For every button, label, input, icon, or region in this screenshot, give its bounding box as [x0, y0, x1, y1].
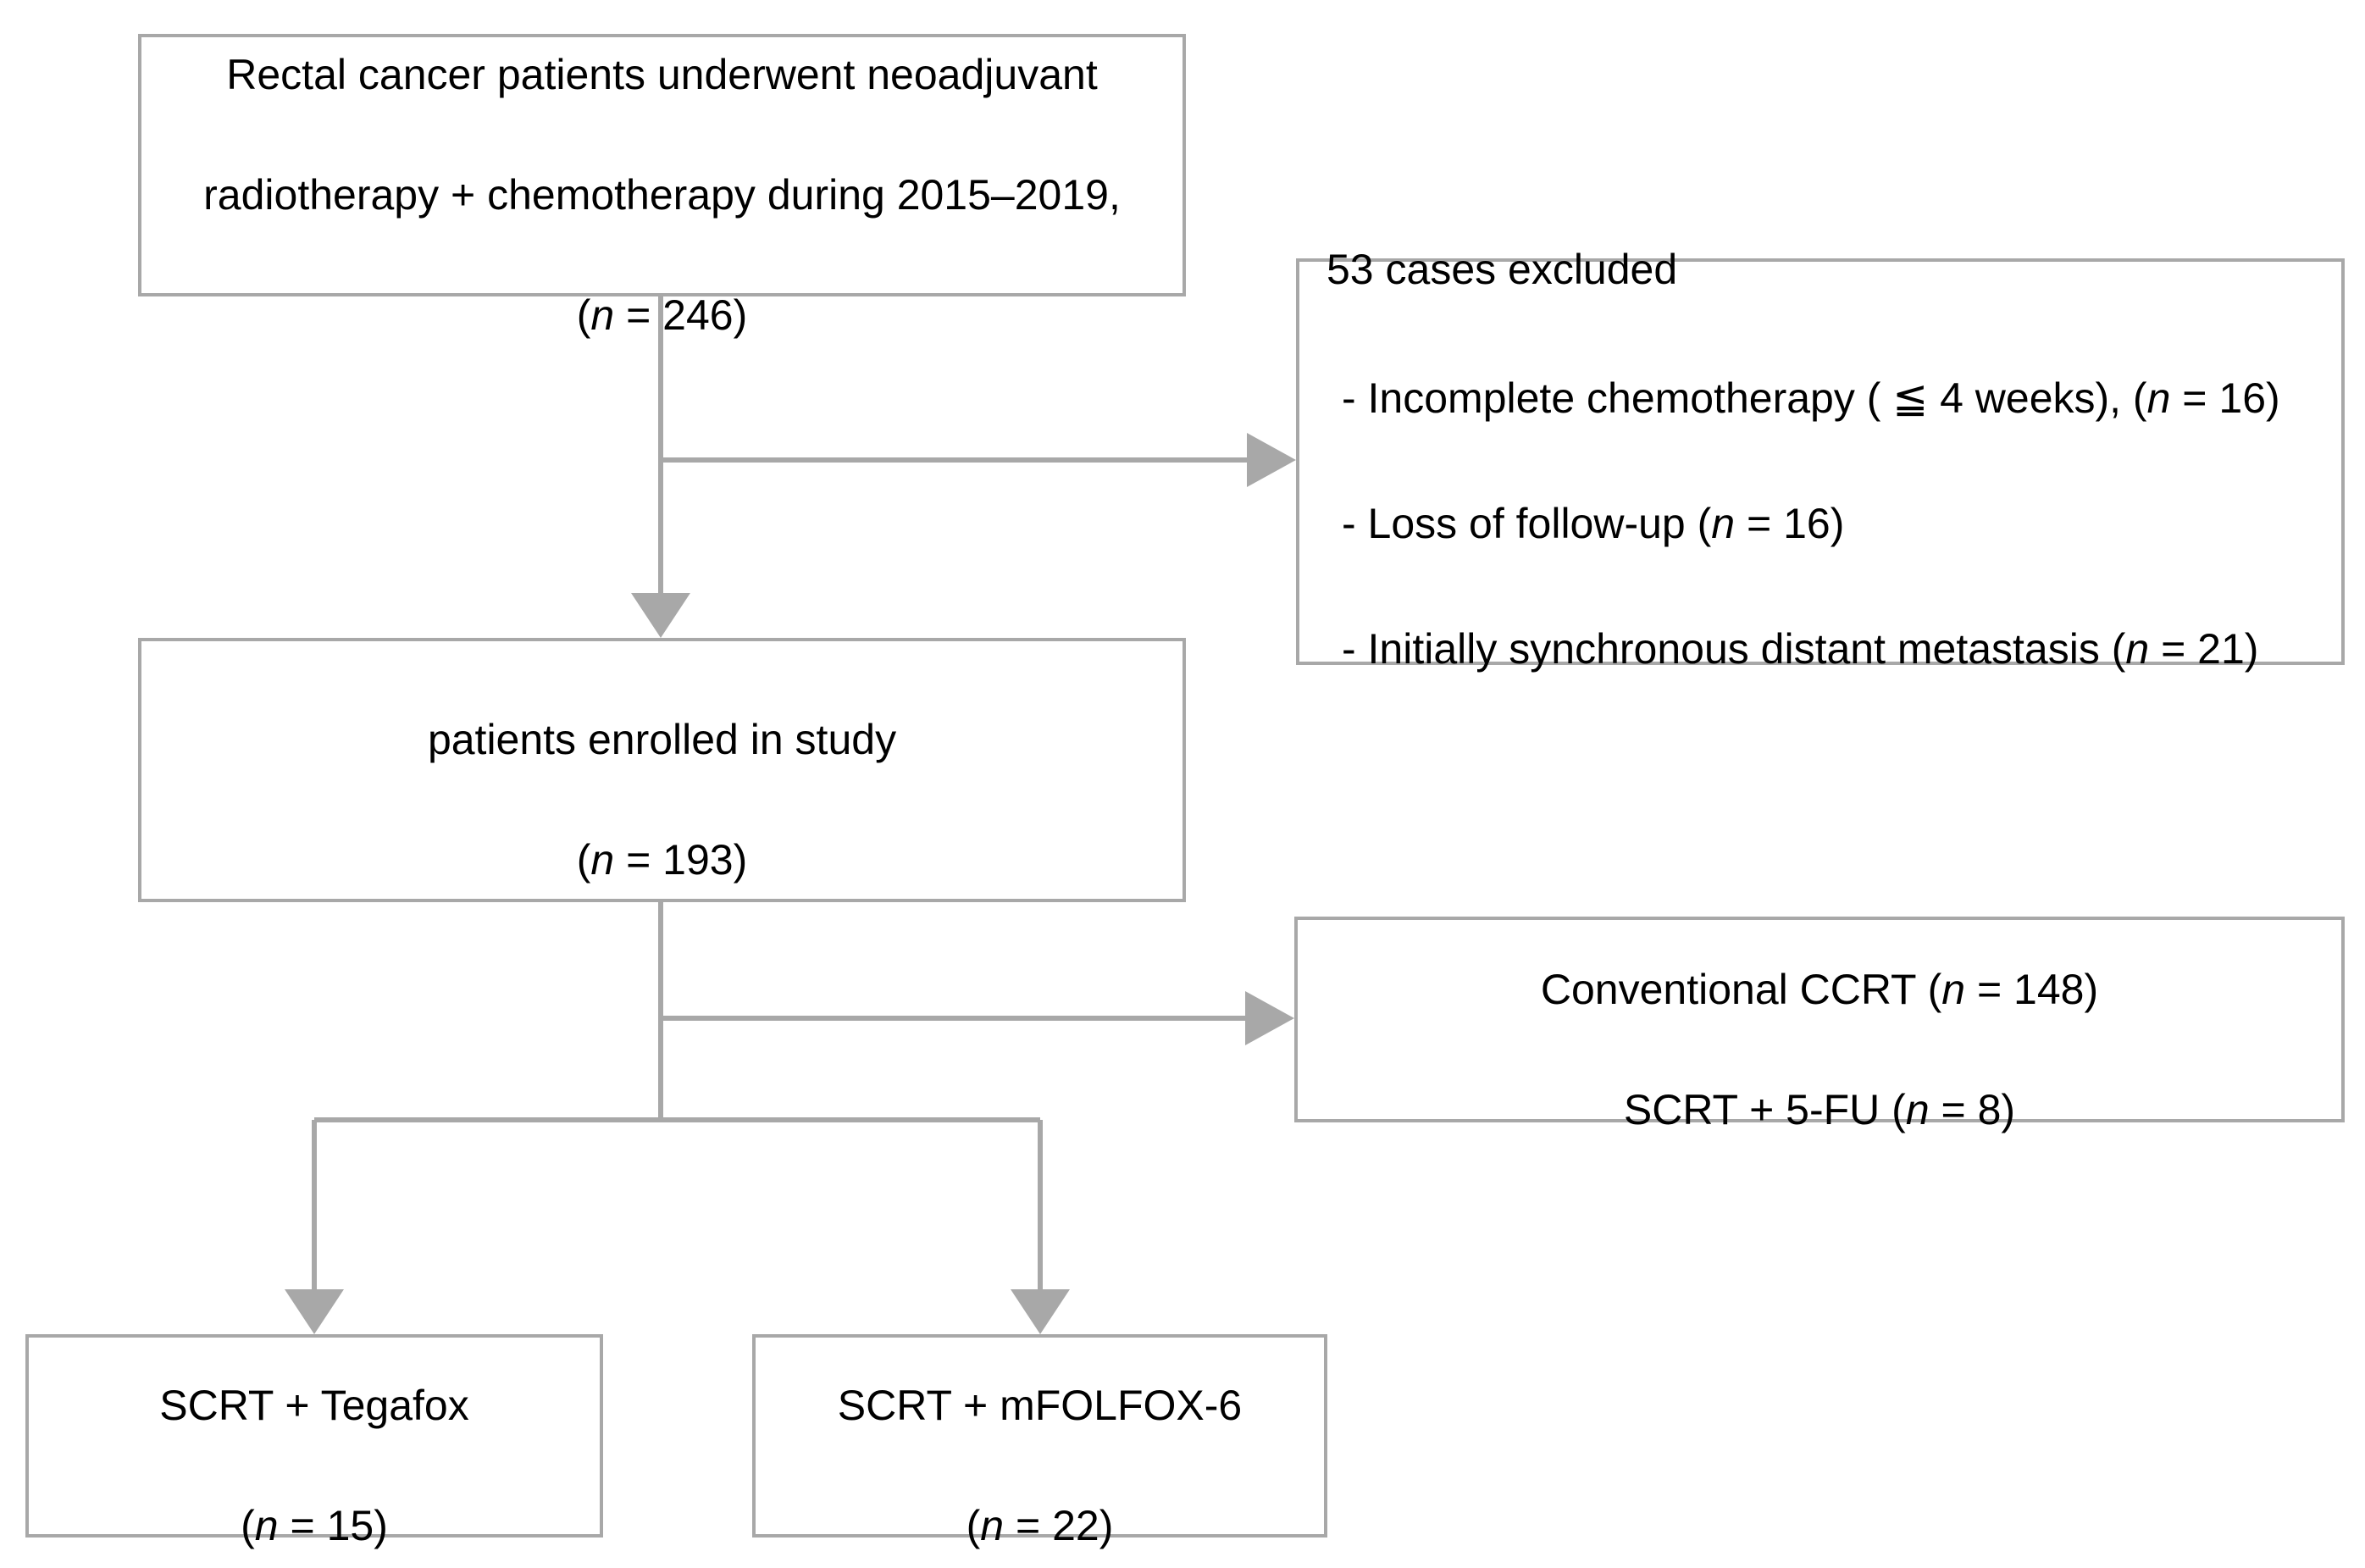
- tegafox-count-symbol: n: [254, 1502, 279, 1549]
- excluded-item-incomplete-chemotherapy: - Incomplete chemotherapy ( ≦ 4 weeks), …: [1327, 368, 2341, 429]
- excluded-item-2-prefix: - Loss of follow-up (: [1342, 499, 1712, 547]
- enrolled-count-prefix: (: [576, 836, 591, 884]
- mfolfox-line-1: SCRT + mFOLFOX-6: [837, 1382, 1243, 1429]
- node-source-population: Rectal cancer patients underwent neoadju…: [138, 34, 1186, 339]
- connector-to-mfolfox: [1011, 1120, 1070, 1334]
- node-scrt-mfolfox6: SCRT + mFOLFOX-6 (n = 22): [752, 1334, 1327, 1549]
- source-count-suffix: = 246): [614, 291, 748, 339]
- tegafox-line-1: SCRT + Tegafox: [159, 1382, 469, 1429]
- ccrt-line-2-symbol: n: [1905, 1085, 1930, 1133]
- excluded-item-3-symbol: n: [2125, 624, 2150, 673]
- tegafox-count-suffix: = 15): [278, 1502, 388, 1549]
- node-enrolled-patients: patients enrolled in study (n = 193): [138, 638, 1186, 902]
- connector-source-to-enrolled: [631, 296, 690, 638]
- excluded-item-synchronous-metastasis: - Initially synchronous distant metastas…: [1327, 619, 2341, 679]
- ccrt-line-1-prefix: Conventional CCRT (: [1540, 965, 1942, 1013]
- node-tegafox-text: SCRT + Tegafox (n = 15): [136, 1316, 493, 1556]
- ccrt-line-2-prefix: SCRT + 5-FU (: [1623, 1085, 1906, 1133]
- excluded-item-1-suffix: = 16): [2170, 374, 2280, 422]
- node-conventional-ccrt: Conventional CCRT (n = 148) SCRT + 5-FU …: [1294, 917, 2345, 1133]
- excluded-title: 53 cases excluded: [1327, 245, 1678, 293]
- excluded-item-1-prefix: - Incomplete chemotherapy ( ≦ 4 weeks), …: [1342, 374, 2147, 422]
- ccrt-line-2-suffix: = 8): [1929, 1085, 2016, 1133]
- node-enrolled-text: patients enrolled in study (n = 193): [404, 650, 920, 890]
- node-excluded-text: 53 cases excluded - Incomplete chemother…: [1299, 180, 2341, 745]
- mfolfox-count-symbol: n: [980, 1502, 1005, 1549]
- ccrt-line-1-suffix: = 148): [1965, 965, 2099, 1013]
- enrolled-line-1: patients enrolled in study: [427, 716, 897, 763]
- node-mfolfox-text: SCRT + mFOLFOX-6 (n = 22): [814, 1316, 1266, 1556]
- excluded-item-3-suffix: = 21): [2149, 624, 2259, 673]
- source-line-2: radiotherapy + chemotherapy during 2015–…: [203, 171, 1121, 219]
- connector-enrolled-to-ccrt: [661, 991, 1294, 1045]
- mfolfox-count-prefix: (: [966, 1502, 981, 1549]
- node-excluded-cases: 53 cases excluded - Incomplete chemother…: [1296, 246, 2345, 673]
- node-scrt-tegafox: SCRT + Tegafox (n = 15): [25, 1334, 603, 1549]
- source-count-symbol: n: [590, 291, 615, 339]
- excluded-item-1-symbol: n: [2146, 374, 2171, 422]
- tegafox-count-prefix: (: [241, 1502, 255, 1549]
- source-line-1: Rectal cancer patients underwent neoadju…: [226, 51, 1098, 98]
- connector-to-tegafox: [285, 1120, 344, 1334]
- node-ccrt-text: Conventional CCRT (n = 148) SCRT + 5-FU …: [1517, 900, 2122, 1140]
- mfolfox-count-suffix: = 22): [1004, 1502, 1114, 1549]
- enrolled-count-suffix: = 193): [614, 836, 748, 884]
- excluded-item-2-suffix: = 16): [1735, 499, 1845, 547]
- excluded-item-loss-of-followup: - Loss of follow-up (n = 16): [1327, 494, 2341, 554]
- excluded-item-2-symbol: n: [1711, 499, 1736, 547]
- connector-source-to-excluded: [661, 433, 1296, 487]
- node-source-text: Rectal cancer patients underwent neoadju…: [180, 0, 1144, 346]
- source-count-prefix: (: [576, 291, 591, 339]
- excluded-item-3-prefix: - Initially synchronous distant metastas…: [1342, 624, 2126, 673]
- enrolled-count-symbol: n: [590, 836, 615, 884]
- ccrt-line-1-symbol: n: [1941, 965, 1966, 1013]
